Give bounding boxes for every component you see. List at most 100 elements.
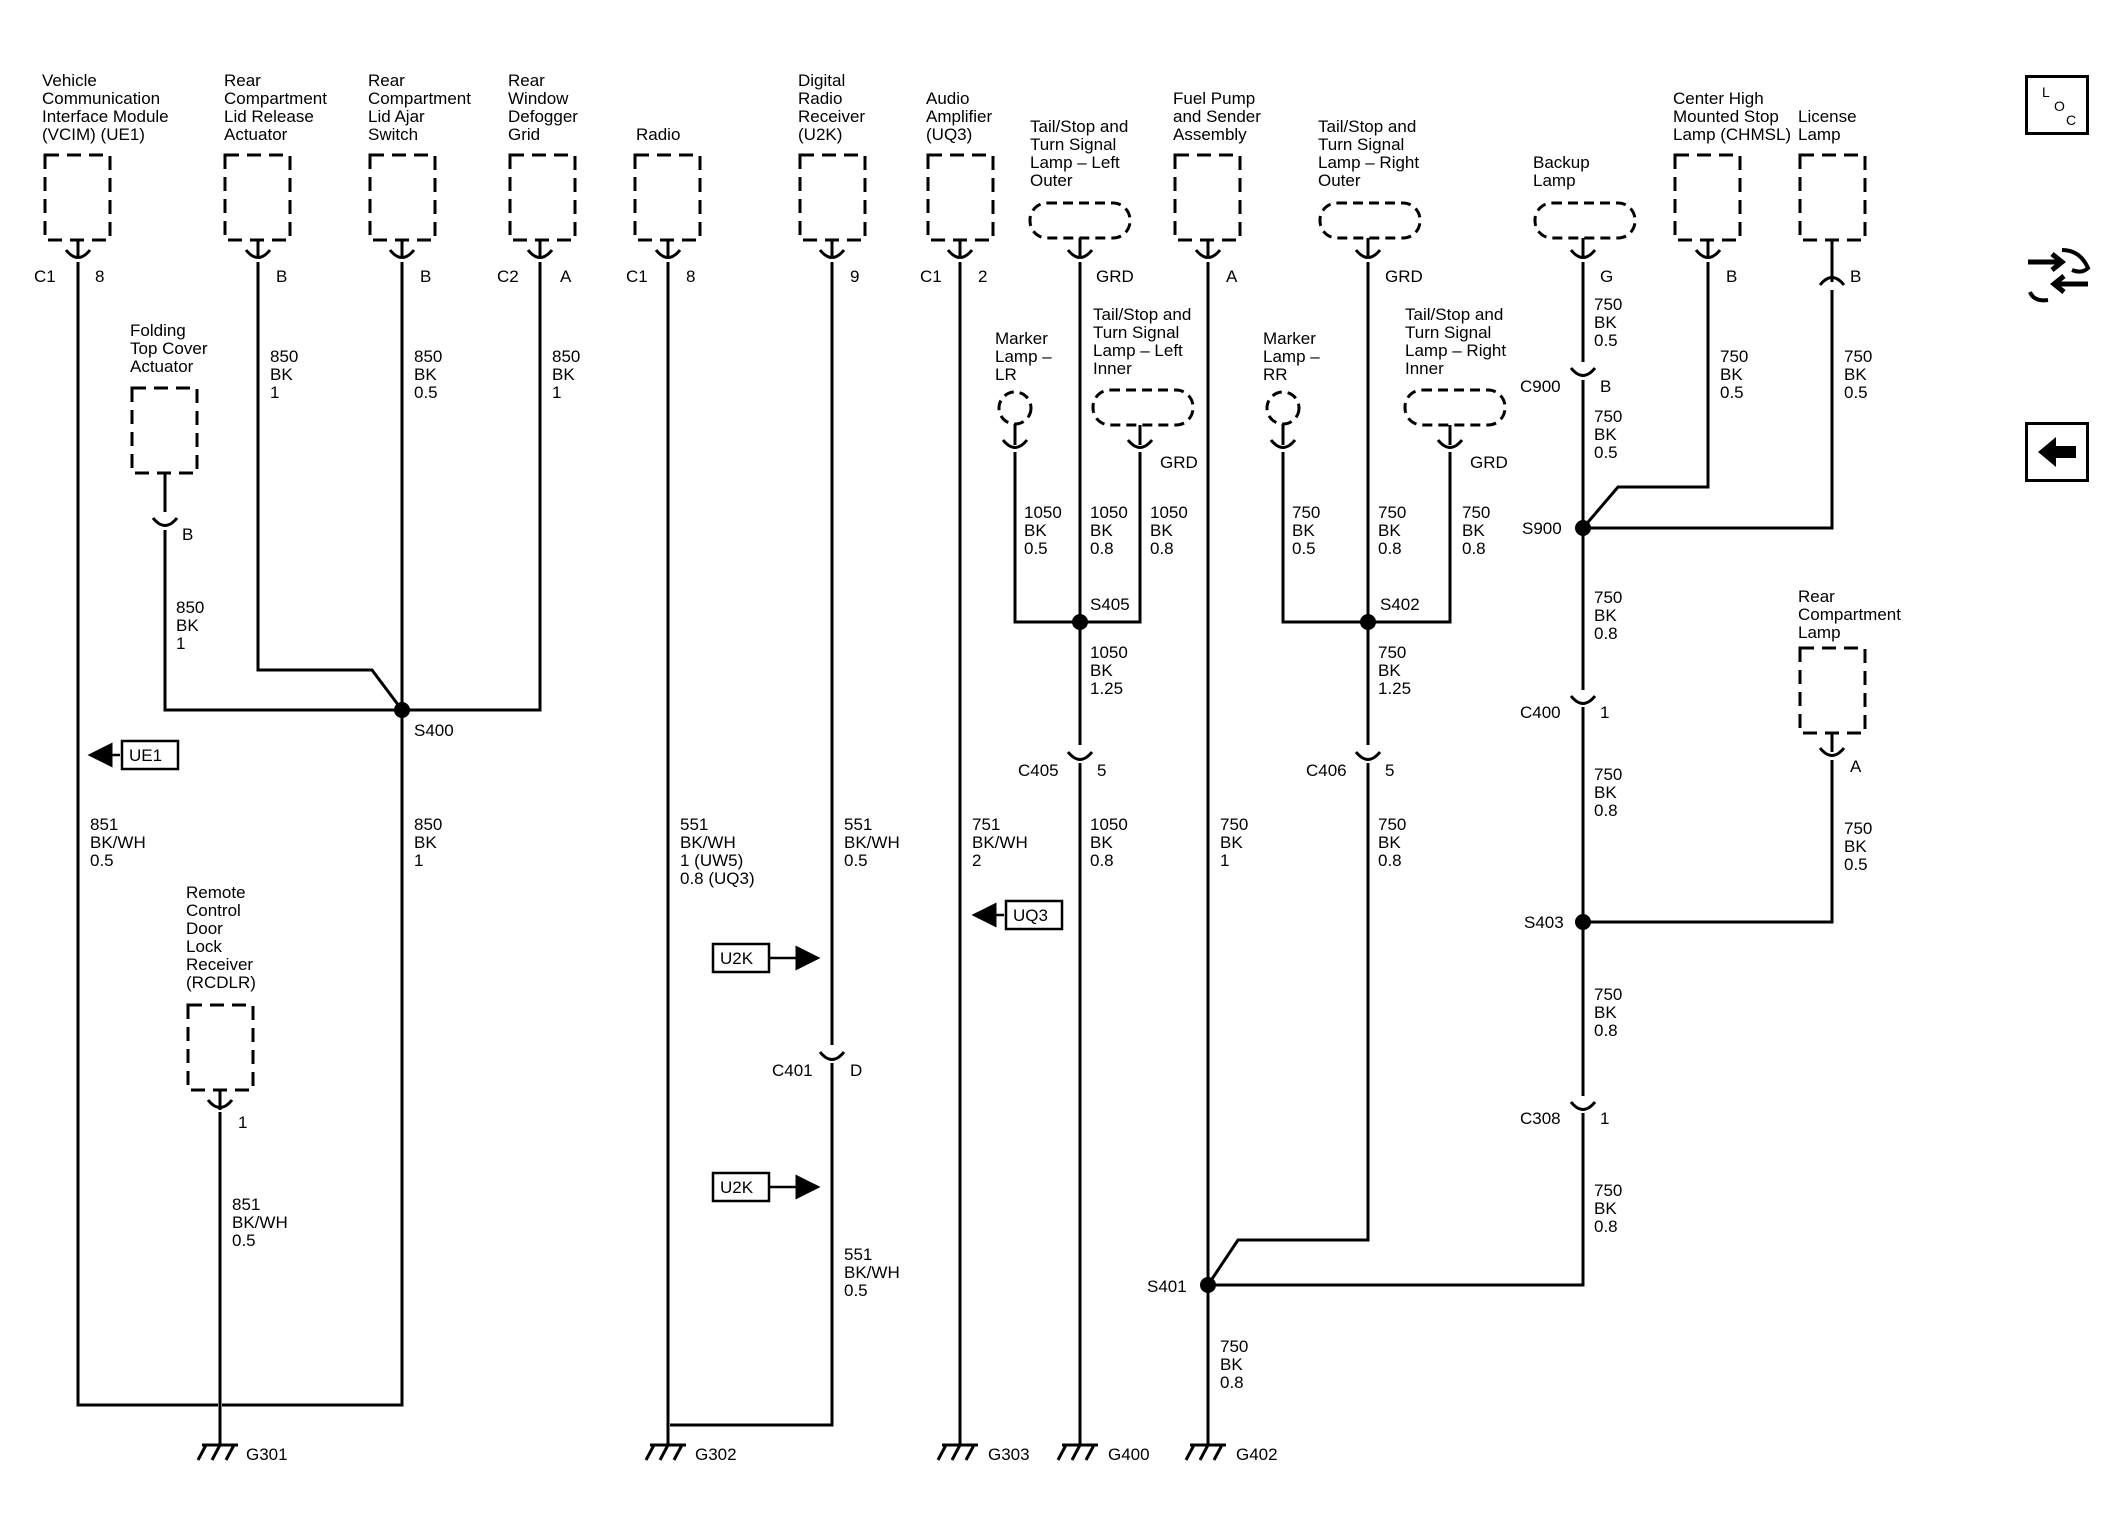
svg-text:S400: S400 [414,721,454,740]
svg-text:G301: G301 [246,1445,288,1464]
svg-text:8: 8 [95,267,104,286]
digital-radio-box [798,153,867,242]
svg-text:G402: G402 [1236,1445,1278,1464]
defogger-box [508,153,577,242]
svg-text:5: 5 [1385,761,1394,780]
svg-text:2: 2 [978,267,987,286]
back-button[interactable] [2025,422,2089,482]
svg-text:9: 9 [850,267,859,286]
radio-box [633,153,702,242]
svg-text:C1: C1 [626,267,648,286]
left-arrow-icon [2038,437,2076,467]
svg-text:B: B [276,267,287,286]
svg-text:A: A [1226,267,1238,286]
svg-text:C406: C406 [1306,761,1347,780]
svg-text:C308: C308 [1520,1109,1561,1128]
pin-labels: C1 8 B B C2 A C1 8 9 C1 2 GRD A GRD G B … [34,267,1862,1132]
tail-li-bulb [1091,388,1195,427]
grounds [196,1443,1226,1461]
svg-text:8: 8 [686,267,695,286]
svg-text:GRD: GRD [1096,267,1134,286]
svg-text:S900: S900 [1522,519,1562,538]
svg-text:A: A [1850,757,1862,776]
svg-text:C401: C401 [772,1061,813,1080]
chmsl-box [1673,153,1742,242]
ground-g402 [1184,1443,1226,1461]
splice-s405 [1072,614,1088,630]
backup-lamp-bulb [1533,201,1637,240]
folding-top-box [130,386,199,475]
svg-text:C900: C900 [1520,377,1561,396]
ref-u2k-1[interactable]: U2K [711,942,821,974]
svg-text:G: G [1600,267,1613,286]
svg-text:B: B [420,267,431,286]
ref-u2k-label: U2K [720,949,754,968]
lid-ajar-box [368,153,437,242]
ref-uq3[interactable]: UQ3 [971,899,1064,931]
splice-s402 [1360,614,1376,630]
lid-release-box [223,153,292,242]
tail-ri-bulb [1403,388,1507,427]
ref-u2k-2[interactable]: U2K [711,1171,821,1203]
svg-text:1: 1 [1600,1109,1609,1128]
splice-s403 [1575,914,1591,930]
tail-lo-bulb [1028,201,1132,240]
svg-text:GRD: GRD [1470,453,1508,472]
svg-text:G303: G303 [988,1445,1030,1464]
svg-text:A: A [560,267,572,286]
audio-amp-box [926,153,995,242]
svg-text:B: B [1850,267,1861,286]
svg-text:B: B [182,525,193,544]
terminals [64,238,1846,1111]
svg-text:1: 1 [238,1113,247,1132]
license-lamp-box [1798,153,1867,242]
ref-ue1[interactable]: UE1 [87,739,180,771]
svg-text:C400: C400 [1520,703,1561,722]
svg-text:C405: C405 [1018,761,1059,780]
svg-text:S402: S402 [1380,595,1420,614]
svg-text:S405: S405 [1090,595,1130,614]
svg-text:C1: C1 [34,267,56,286]
svg-text:G400: G400 [1108,1445,1150,1464]
connector-view-icon[interactable] [2022,240,2094,312]
rear-comp-lamp-box [1798,646,1867,735]
location-button[interactable]: L O C [2025,75,2089,135]
label-radio: Radio [636,125,680,144]
svg-text:B: B [1600,377,1611,396]
svg-text:GRD: GRD [1385,267,1423,286]
ground-g301 [196,1443,238,1461]
svg-text:GRD: GRD [1160,453,1198,472]
